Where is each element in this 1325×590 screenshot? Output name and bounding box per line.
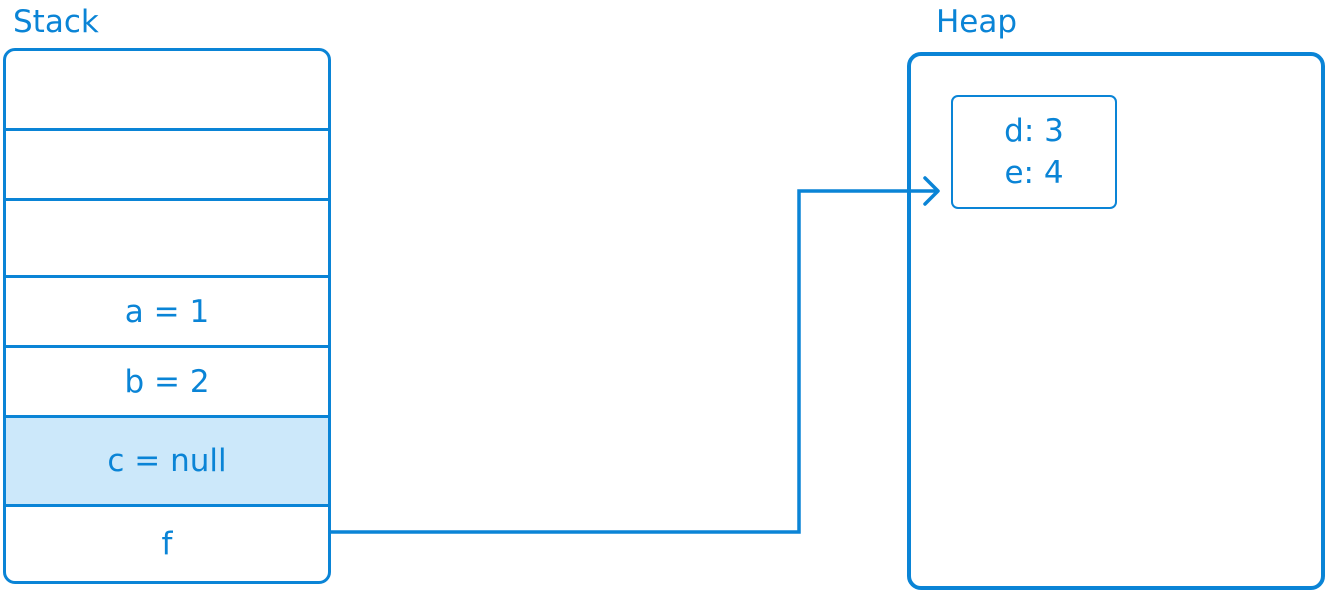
stack-cell-c: c = null (6, 418, 328, 507)
stack-cell-empty-2 (6, 131, 328, 201)
reference-arrow-line (328, 189, 936, 534)
stack-title: Stack (13, 4, 99, 40)
heap-title: Heap (936, 4, 1018, 40)
stack-cell-empty-1 (6, 51, 328, 131)
stack-cell-b: b = 2 (6, 348, 328, 418)
stack-cell-empty-3 (6, 201, 328, 278)
heap-object-line-e: e: 4 (1004, 155, 1064, 191)
stack-cell-f: f (161, 526, 173, 562)
stack-cell-a: a = 1 (6, 278, 328, 348)
stack-frame: a = 1 b = 2 c = null f (3, 48, 331, 584)
heap-object-line-d: d: 3 (1004, 113, 1064, 149)
heap-object: d: 3 e: 4 (951, 95, 1117, 209)
